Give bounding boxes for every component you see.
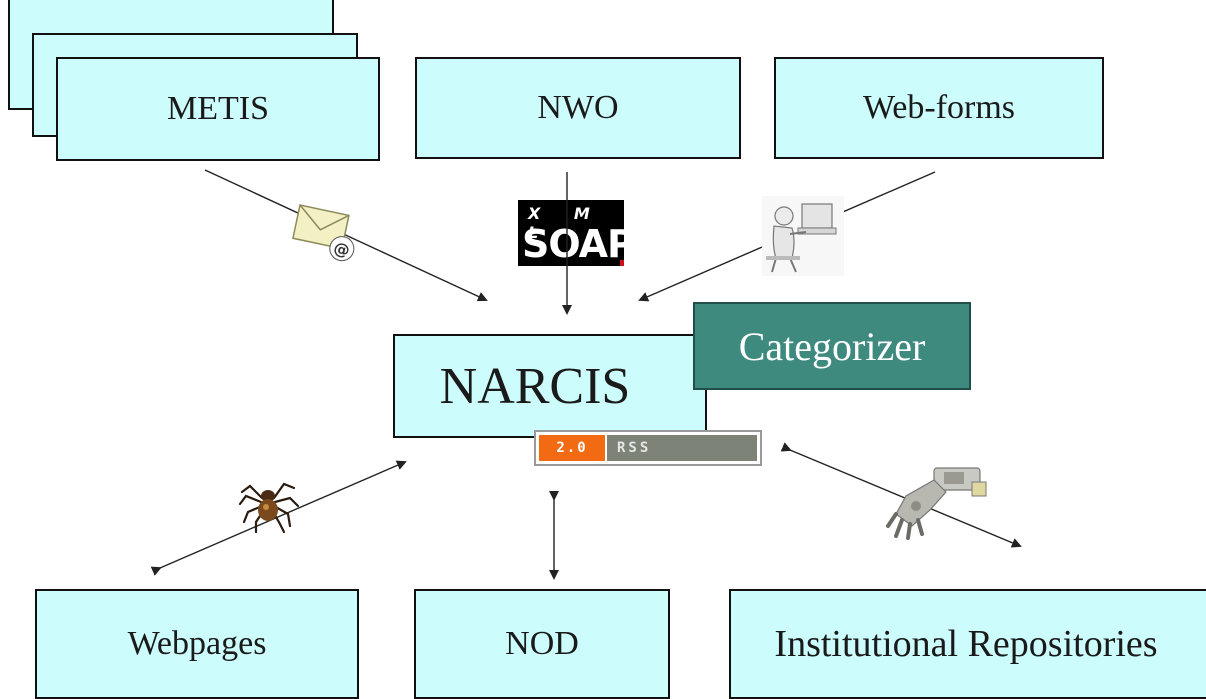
nod-label: NOD [505, 625, 579, 662]
xml-soap-icon: X M L SOAP [518, 200, 635, 266]
rss-version: 2.0 [539, 435, 605, 461]
narcis-box: NARCIS [393, 334, 707, 438]
robot-hand-icon [886, 467, 987, 540]
nwo-label: NWO [537, 89, 619, 126]
email-at-icon: @ [292, 204, 355, 262]
person-at-computer-icon [762, 196, 844, 276]
soap-xml-text: X M L [528, 204, 604, 242]
svg-text:@: @ [332, 238, 352, 260]
soap-text: SOAP [522, 222, 635, 266]
narcis-label: NARCIS [439, 357, 631, 415]
metis-box: METIS [56, 57, 380, 161]
categorizer-box: Categorizer [693, 302, 971, 390]
webforms-box: Web-forms [774, 57, 1104, 159]
narcis-webpages-arrow [150, 460, 407, 576]
repositories-box: Institutional Repositories [729, 589, 1206, 699]
metis-label: METIS [167, 90, 269, 127]
repositories-label: Institutional Repositories [774, 623, 1158, 665]
soap-red-mark [620, 260, 624, 266]
webpages-box: Webpages [35, 589, 359, 699]
rss-divider [605, 435, 607, 461]
categorizer-label: Categorizer [738, 323, 926, 369]
webpages-label: Webpages [127, 625, 267, 662]
webforms-label: Web-forms [862, 89, 1016, 126]
nwo-box: NWO [415, 57, 741, 159]
rss-badge: 2.0 RSS [534, 430, 762, 466]
rss-label: RSS [607, 435, 757, 461]
spider-icon [238, 482, 300, 534]
